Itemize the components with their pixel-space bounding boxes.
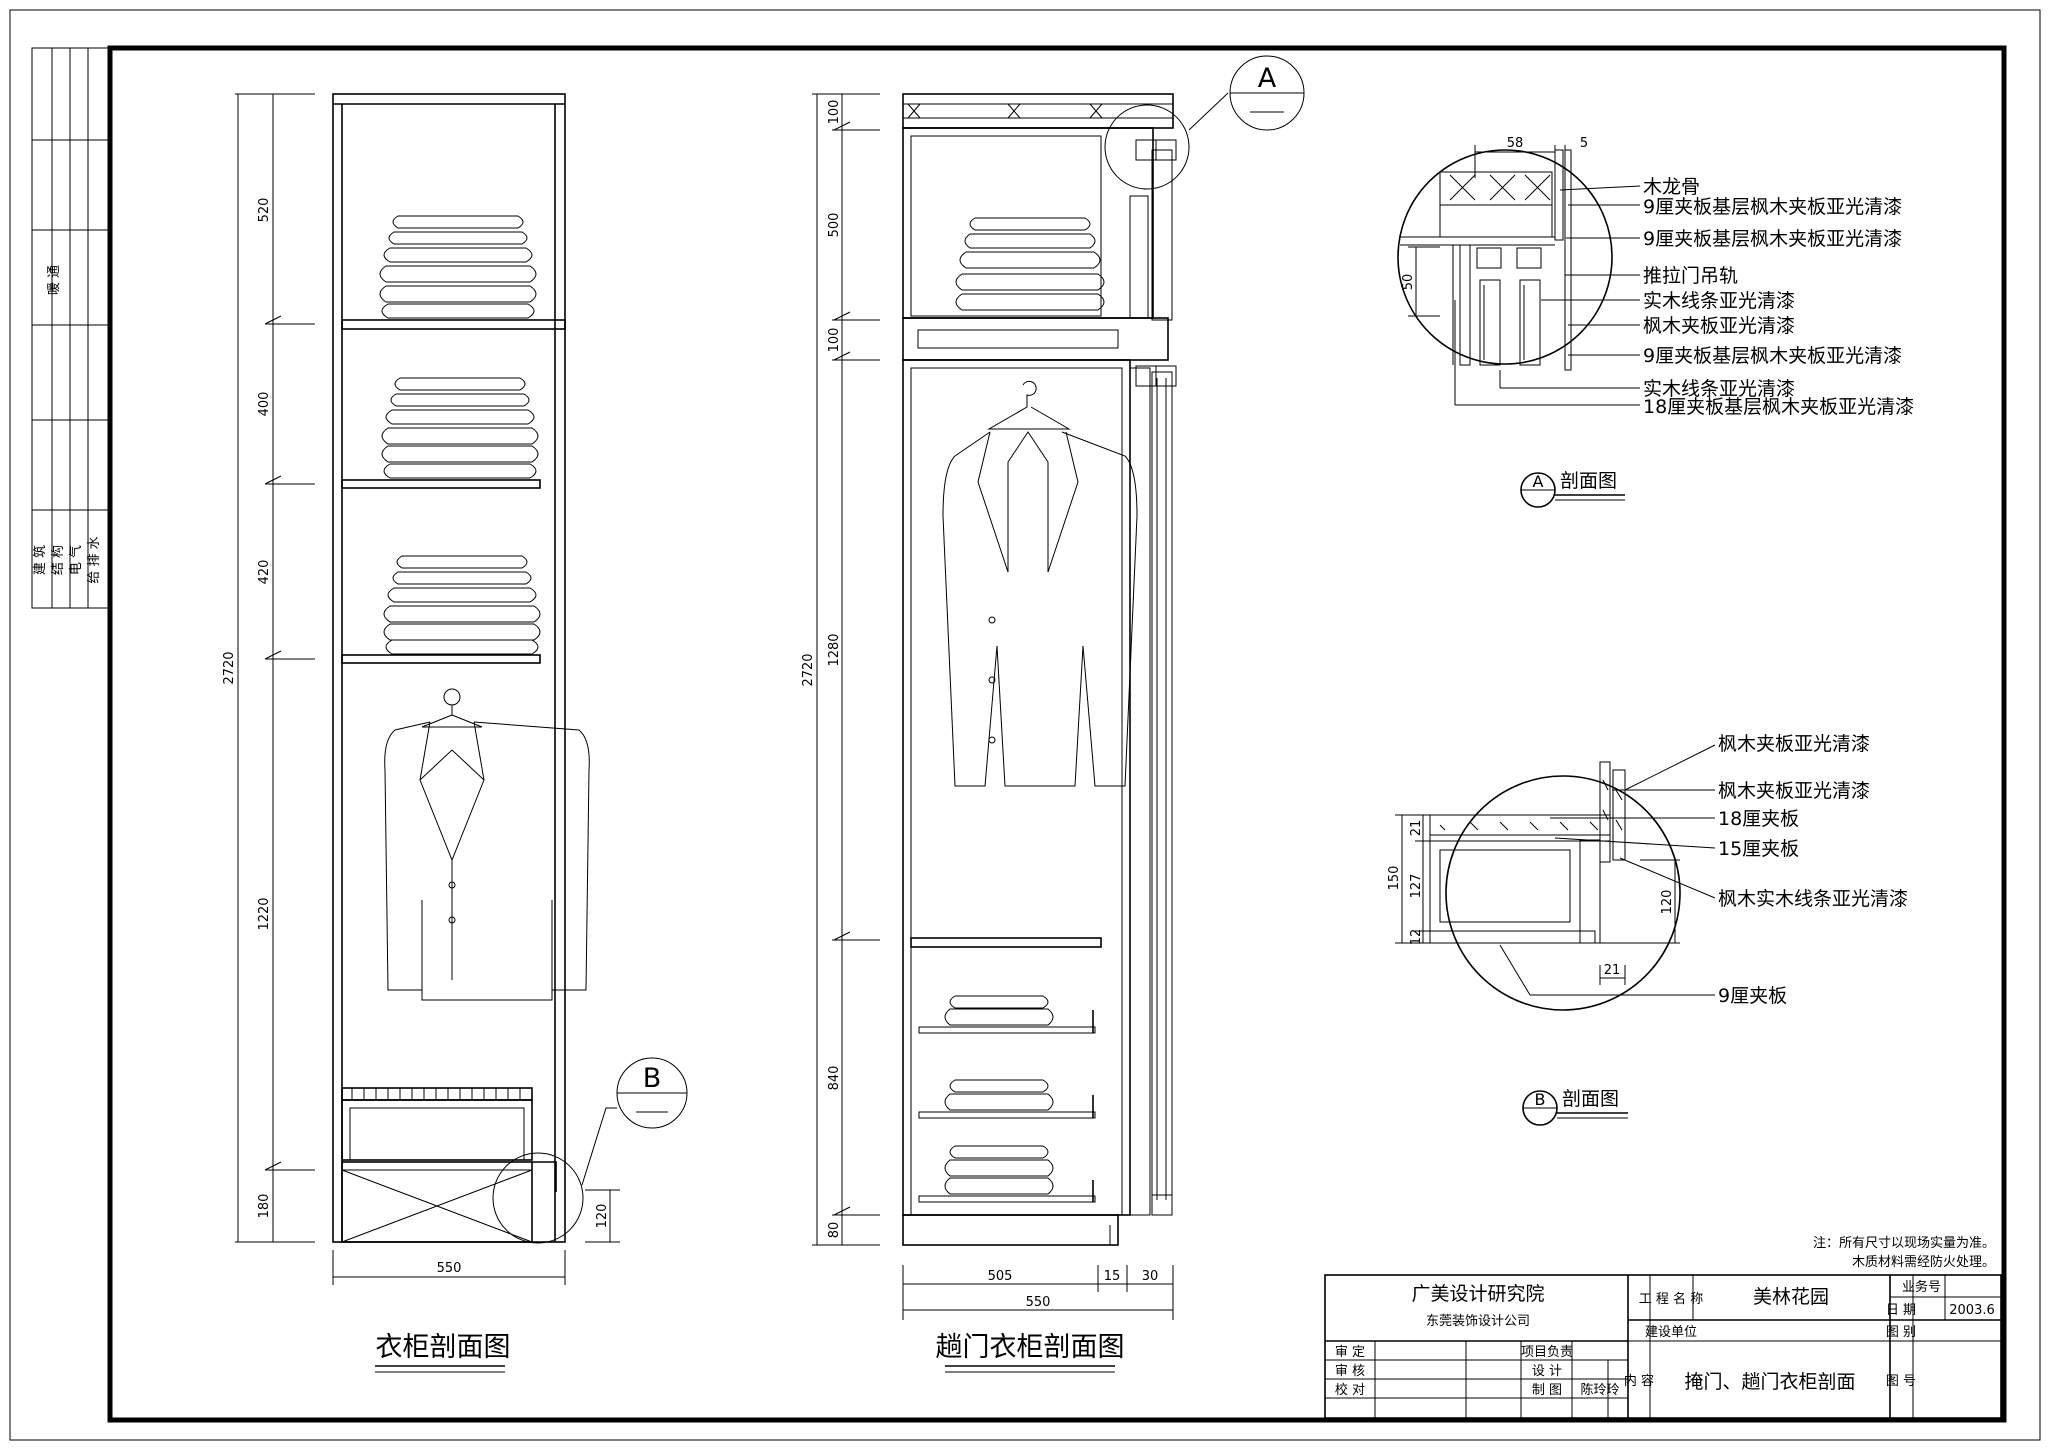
dim2-15: 15 (1104, 1269, 1121, 1284)
dim1-width: 550 (437, 1261, 462, 1276)
noteA-0: 木龙骨 (1643, 176, 1700, 198)
strip-label-4: 给 排 水 (87, 536, 102, 583)
dimA-50: 50 (1401, 274, 1416, 291)
noteA-2: 9厘夹板基层枫木夹板亚光清漆 (1643, 228, 1902, 250)
dim2-100a: 100 (827, 100, 842, 125)
tb-client-label: 建设单位 (1645, 1325, 1697, 1340)
noteB-4: 枫木实木线条亚光清漆 (1718, 888, 1908, 910)
tb-date-label: 日 期 (1886, 1303, 1916, 1318)
outer-frame (9, 9, 2041, 1441)
detailB-letter: B (1535, 1090, 1546, 1109)
noteB-1: 枫木夹板亚光清漆 (1718, 780, 1870, 802)
detailA-title: 剖面图 (1560, 470, 1617, 492)
tb-date: 2003.6 (1949, 1303, 1995, 1318)
dimB-127: 127 (1409, 874, 1424, 899)
tb-project-name: 美林花园 (1753, 1286, 1829, 1308)
tb-role-2: 校 对 (1335, 1382, 1365, 1398)
dim1-180: 180 (257, 1194, 272, 1219)
wardrobe-section-drawing: B 520 400 420 1220 180 2720 550 (222, 93, 688, 1373)
detailA-letter: A (1533, 472, 1544, 491)
tb-drawing-no-label: 图 号 (1886, 1374, 1916, 1389)
coat-icon (942, 380, 1138, 787)
strip-label-2: 结 构 (51, 545, 66, 575)
dim2-30: 30 (1142, 1269, 1159, 1284)
dimA-58: 58 (1507, 136, 1524, 151)
noteA-5: 枫木夹板亚光清漆 (1643, 315, 1795, 337)
tb-role2-2: 制 图 (1532, 1383, 1562, 1398)
callout-b-letter: B (643, 1063, 662, 1094)
detailB-title: 剖面图 (1562, 1088, 1619, 1110)
noteA-6: 9厘夹板基层枫木夹板亚光清漆 (1643, 345, 1902, 367)
dim2-500: 500 (827, 213, 842, 238)
dim1-520: 520 (257, 198, 272, 223)
noteA-1: 9厘夹板基层枫木夹板亚光清漆 (1643, 196, 1902, 218)
dim2-total: 2720 (801, 653, 816, 686)
strip-label-1: 建 筑 (32, 545, 48, 575)
tb-drafter: 陈玲玲 (1580, 1382, 1619, 1398)
noteA-4: 实木线条亚光清漆 (1643, 290, 1795, 312)
dim1-total: 2720 (222, 651, 237, 684)
drawing1-title: 衣柜剖面图 (376, 1332, 511, 1363)
note-line2: 木质材料需经防火处理。 (1852, 1254, 1995, 1270)
noteA-3: 推拉门吊轨 (1643, 265, 1738, 287)
tb-content: 掩门、趟门衣柜剖面 (1684, 1371, 1855, 1393)
tb-role-0: 审 定 (1335, 1345, 1365, 1360)
tb-job-no-label: 业务号 (1902, 1279, 1941, 1295)
tb-content-label: 内 容 (1624, 1373, 1654, 1389)
tb-role-1: 审 核 (1335, 1364, 1365, 1379)
detail-b: 21 150 127 12 120 21 枫木夹板亚光清漆 枫木夹板亚光清漆 1… (1387, 733, 1908, 1126)
sliding-wardrobe-section-drawing: A 100 500 100 1280 840 80 2720 (801, 55, 1305, 1373)
noteA-8: 18厘夹板基层枫木夹板亚光清漆 (1643, 396, 1914, 418)
dim1-420: 420 (257, 560, 272, 585)
dim1-400: 400 (257, 392, 272, 417)
jacket-icon (384, 688, 590, 1001)
tb-company: 广美设计研究院 (1411, 1283, 1544, 1305)
tb-project-label: 工 程 名 称 (1639, 1291, 1703, 1307)
dimB-120: 120 (1660, 890, 1675, 915)
tb-role2-0: 项目负责 (1521, 1345, 1573, 1360)
drawing2-title: 趟门衣柜剖面图 (936, 1332, 1125, 1363)
note-line1: 注：所有尺寸以现场实量为准。 (1813, 1236, 1995, 1251)
dimA-5: 5 (1580, 136, 1588, 151)
dimB-21b: 21 (1604, 963, 1621, 978)
noteB-5: 9厘夹板 (1718, 985, 1787, 1007)
tb-sub-company: 东莞装饰设计公司 (1426, 1314, 1530, 1329)
dim2-width: 550 (1026, 1295, 1051, 1310)
dimB-150: 150 (1387, 866, 1402, 891)
noteA-7: 实木线条亚光清漆 (1643, 378, 1795, 400)
callout-a-letter: A (1258, 63, 1277, 94)
left-strip: 暖 通 建 筑 结 构 电 气 给 排 水 (31, 47, 109, 609)
noteB-3: 15厘夹板 (1718, 838, 1799, 860)
dim2-505: 505 (988, 1269, 1013, 1284)
noteB-0: 枫木夹板亚光清漆 (1718, 733, 1870, 755)
dim1-1220: 1220 (257, 897, 272, 930)
dim2-100b: 100 (827, 328, 842, 353)
dimB-21: 21 (1409, 820, 1424, 837)
dim2-1280: 1280 (827, 633, 842, 666)
title-block: 广美设计研究院 东莞装饰设计公司 审 定 审 核 校 对 项目负责 设 计 制 … (1324, 1274, 2002, 1419)
dim2-80: 80 (827, 1222, 842, 1239)
tb-role2-1: 设 计 (1532, 1364, 1562, 1379)
noteB-2: 18厘夹板 (1718, 808, 1799, 830)
dim1-base: 120 (595, 1204, 610, 1229)
inner-frame (107, 45, 2007, 1423)
dim2-840: 840 (827, 1066, 842, 1091)
strip-top-label: 暖 通 (47, 265, 62, 295)
tb-type-label: 图 别 (1886, 1325, 1916, 1340)
dimB-12: 12 (1409, 929, 1424, 946)
detail-a: 58 5 50 木龙骨 9厘夹板基层枫木夹板亚光清漆 9厘夹板基层枫木夹板亚光清… (1397, 136, 1914, 508)
strip-label-3: 电 气 (68, 545, 84, 575)
